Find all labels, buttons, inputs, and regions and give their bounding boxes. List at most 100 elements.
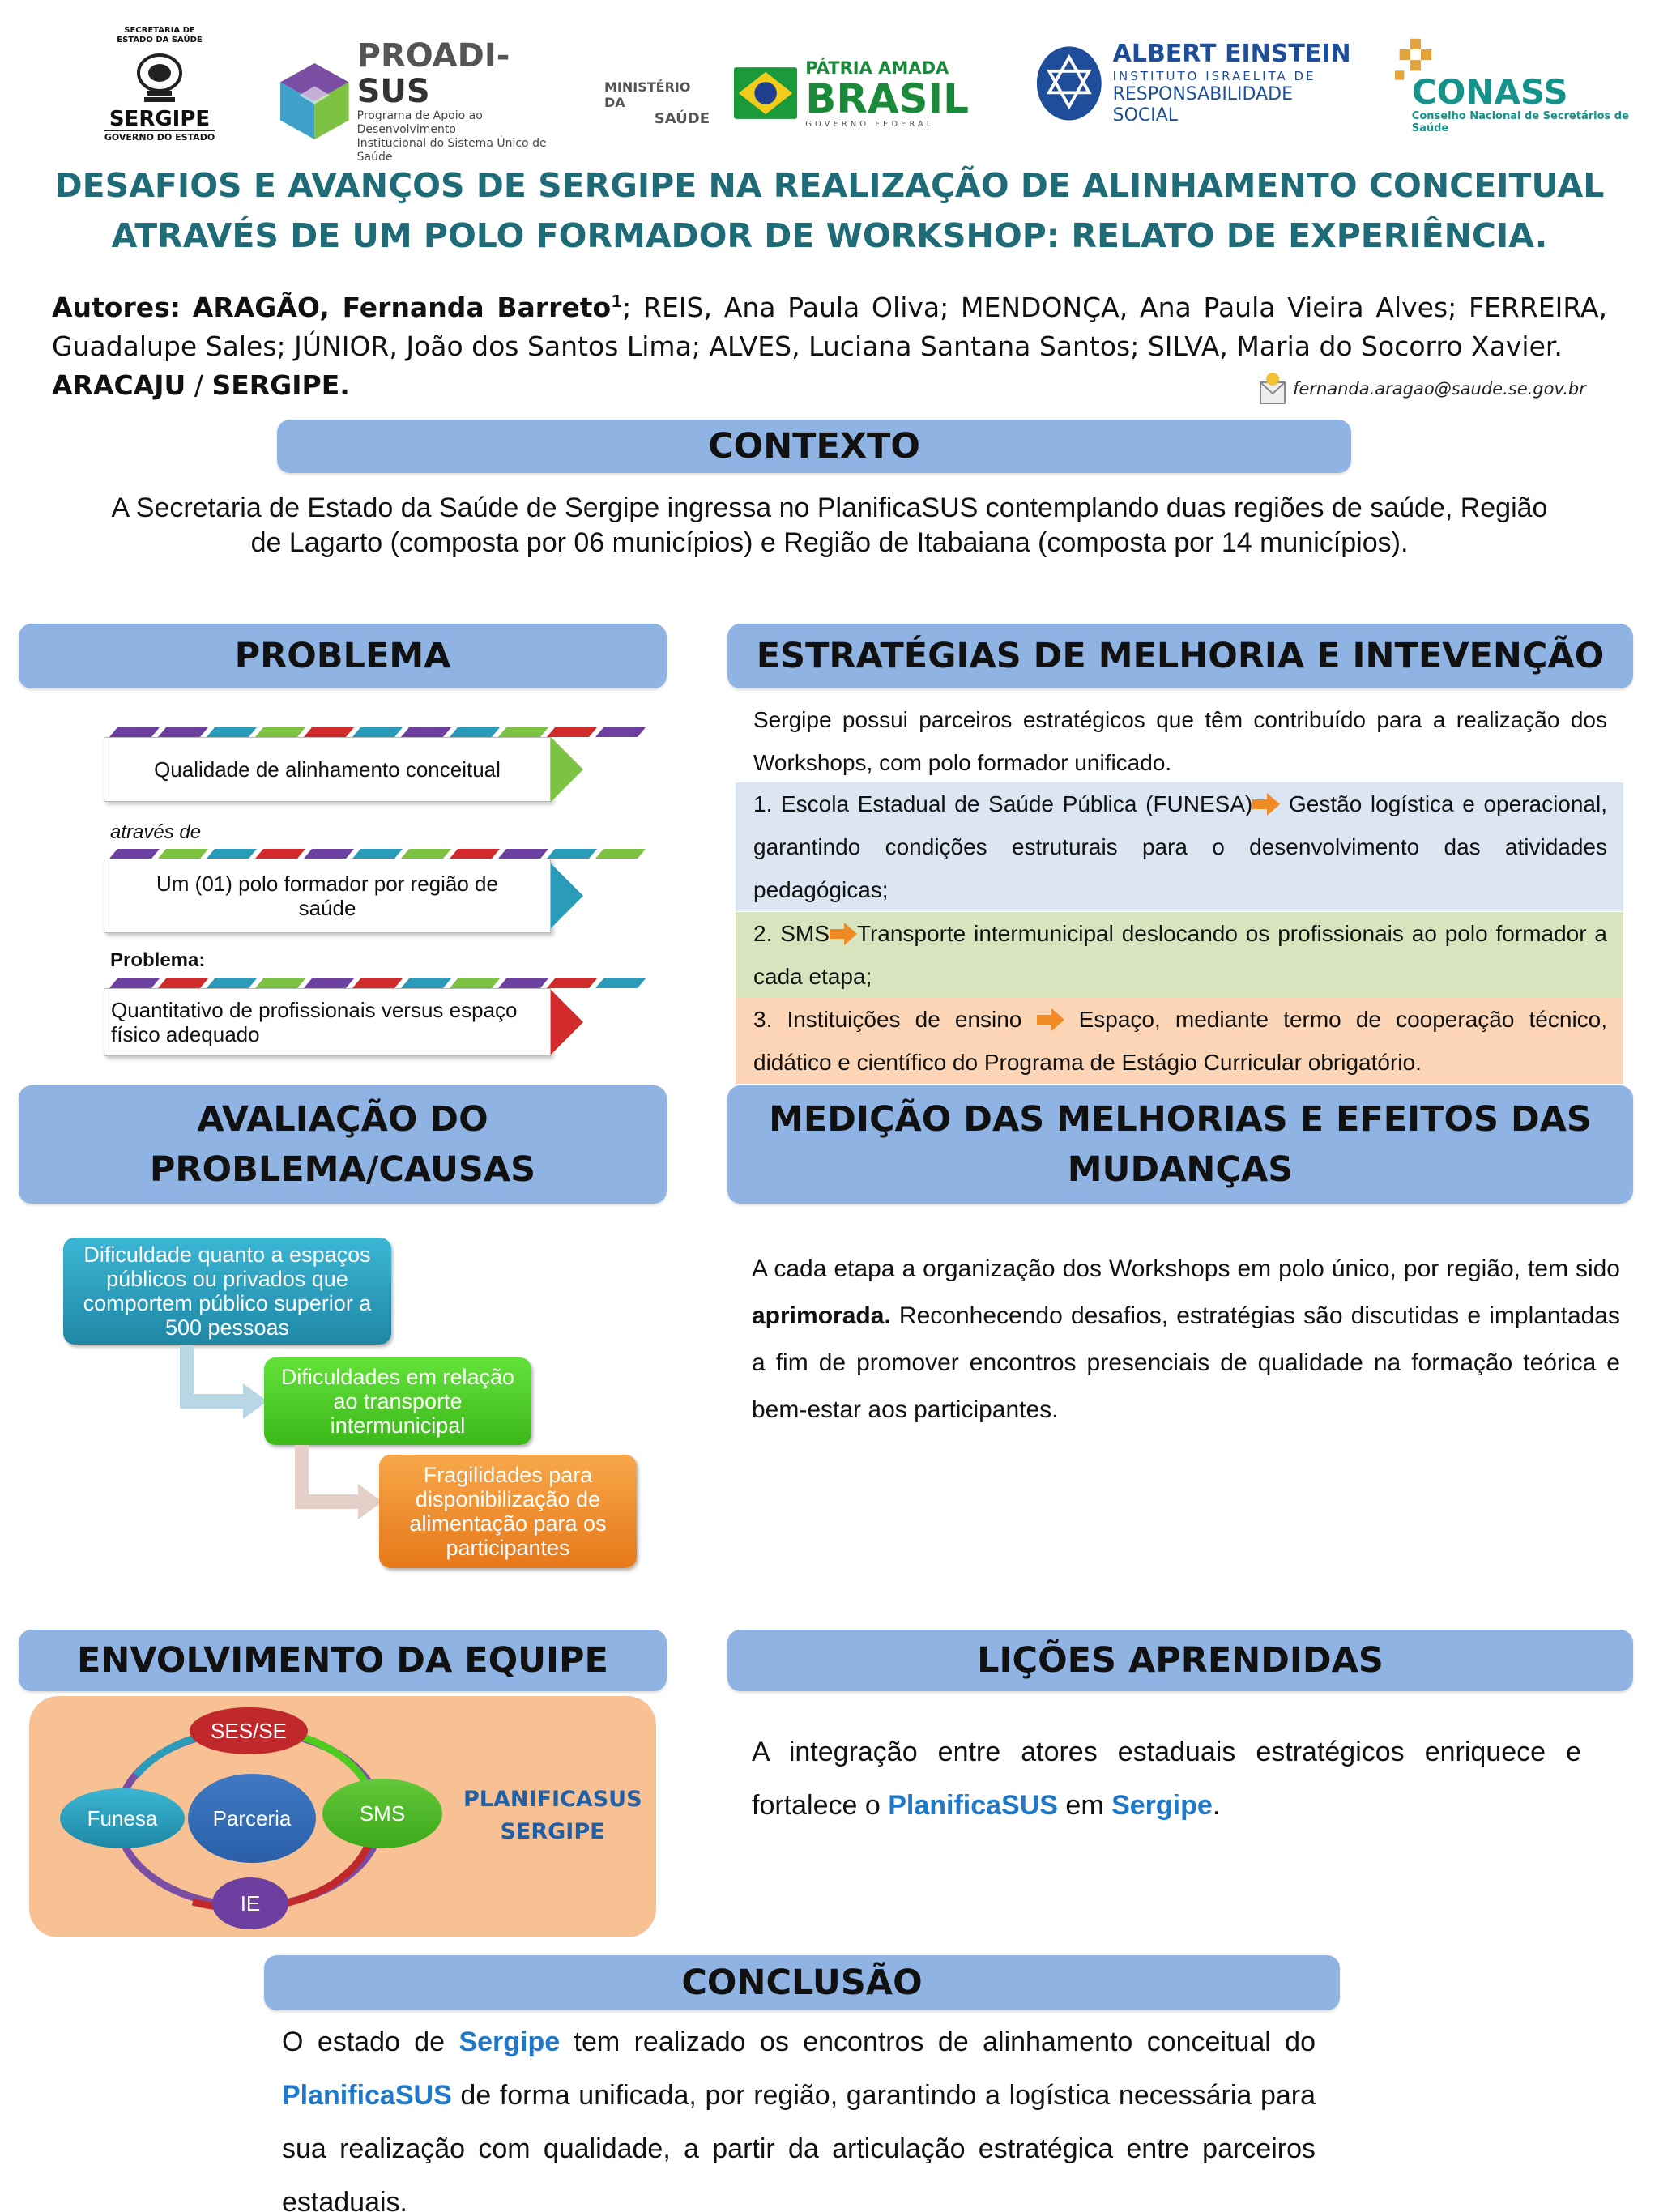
licoes-hl-planificasus: PlanificaSUS: [888, 1790, 1058, 1821]
contexto-text: A Secretaria de Estado da Saúde de Sergi…: [32, 491, 1627, 560]
logo-sergipe-top: SECRETARIA DE ESTADO DA SAÚDE: [117, 26, 203, 45]
logo-einstein-1: ALBERT EINSTEIN: [1112, 40, 1351, 68]
licoes-text-b: em: [1057, 1790, 1112, 1821]
conclusao-text-a: O estado de: [282, 2027, 459, 2057]
strategy-intro: Sergipe possui parceiros estratégicos qu…: [753, 707, 1607, 775]
poster-title: DESAFIOS E AVANÇOS DE SERGIPE NA REALIZA…: [49, 160, 1610, 261]
logo-einstein: ALBERT EINSTEIN INSTITUTO ISRAELITA DE R…: [1035, 39, 1351, 128]
authors-state: SERGIPE.: [211, 369, 350, 401]
author-first: ARAGÃO, Fernanda Barreto: [192, 292, 612, 323]
problem-stripe-1: [109, 727, 646, 737]
section-header-medicao-line1: MEDIÇÃO DAS MELHORIAS E EFEITOS DAS: [769, 1099, 1592, 1140]
strategy-item-3-name: 3. Instituições de ensino: [753, 1007, 1022, 1032]
chevron-red-icon: [551, 990, 583, 1055]
logo-ministerio: MINISTÉRIO DA SAÚDE: [604, 79, 710, 128]
email-block: fernanda.aragao@saude.se.gov.br: [1259, 371, 1586, 407]
section-header-estrategias: ESTRATÉGIAS DE MELHORIA E INTEVENÇÃO: [727, 624, 1633, 688]
team-node-funesa: Funesa: [60, 1788, 185, 1848]
medicao-text-b: Reconhecendo desafios, estratégias são d…: [752, 1302, 1620, 1423]
logo-sergipe: SECRETARIA DE ESTADO DA SAÚDE SERGIPE GO…: [91, 26, 228, 156]
cause-box-2: Dificuldades em relação ao transporte in…: [264, 1357, 531, 1445]
section-header-problema: PROBLEMA: [19, 624, 667, 688]
authors-sep: /: [186, 369, 212, 401]
logo-conass-sub: Conselho Nacional de Secretários de Saúd…: [1411, 110, 1629, 134]
licoes-hl-sergipe: Sergipe: [1111, 1790, 1213, 1821]
strategy-item-3: 3. Instituições de ensino Espaço, median…: [736, 998, 1623, 1084]
medicao-text-a: A cada etapa a organização dos Workshops…: [752, 1255, 1620, 1282]
strategy-item-2-desc: Transporte intermunicipal deslocando os …: [753, 921, 1607, 989]
logo-einstein-2: INSTITUTO ISRAELITA DE: [1112, 69, 1316, 83]
authors-label: Autores:: [52, 292, 181, 323]
problem-label-1: através de: [110, 821, 202, 843]
connector-arrow-icon: [180, 1345, 267, 1419]
problem-box-1: Qualidade de alinhamento conceitual: [104, 737, 551, 802]
logo-gov-federal: GOVERNO FEDERAL: [805, 119, 935, 129]
logo-ministerio-2: SAÚDE: [654, 110, 710, 127]
conclusao-hl-planificasus: PlanificaSUS: [282, 2080, 452, 2111]
logo-ministerio-1: MINISTÉRIO DA: [604, 79, 691, 110]
cause-box-3: Fragilidades para disponibilização de al…: [379, 1455, 637, 1568]
team-node-ses: SES/SE: [190, 1707, 308, 1754]
section-header-licoes: LIÇÕES APRENDIDAS: [727, 1630, 1633, 1691]
conclusao-text: O estado de Sergipe tem realizado os enc…: [282, 2015, 1316, 2212]
section-header-medicao: MEDIÇÃO DAS MELHORIAS E EFEITOS DAS MUDA…: [727, 1085, 1633, 1204]
team-node-parceria: Parceria: [188, 1774, 316, 1863]
logo-brasil-name: BRASIL: [805, 75, 969, 122]
poster-title-line1: DESAFIOS E AVANÇOS DE SERGIPE NA REALIZA…: [54, 166, 1605, 205]
logo-sergipe-name: SERGIPE: [109, 107, 211, 131]
conclusao-hl-sergipe: Sergipe: [458, 2027, 561, 2057]
team-node-ie: IE: [212, 1877, 288, 1929]
cause-box-1: Dificuldade quanto a espaços públicos ou…: [63, 1238, 391, 1345]
authors-block: Autores: ARAGÃO, Fernanda Barreto1; REIS…: [52, 282, 1607, 405]
problem-stripe-3: [109, 978, 646, 988]
strategy-item-1-desc: Gestão logística e operacional, garantin…: [753, 791, 1608, 902]
strategy-item-1: 1. Escola Estadual de Saúde Pública (FUN…: [736, 782, 1623, 911]
problem-box-3: Quantitativo de profissionais versus esp…: [104, 988, 551, 1056]
einstein-star-icon: [1036, 46, 1102, 121]
connector-arrow-icon: [295, 1445, 382, 1519]
logo-sergipe-sub: GOVERNO DO ESTADO: [104, 130, 215, 143]
section-header-avaliacao-line1: AVALIAÇÃO DO: [197, 1099, 488, 1140]
contexto-line2: de Lagarto (composta por 06 municípios) …: [250, 527, 1409, 558]
strategy-item-2-name: 2. SMS: [753, 921, 830, 946]
contexto-line1: A Secretaria de Estado da Saúde de Sergi…: [111, 492, 1548, 523]
section-header-conclusao: CONCLUSÃO: [264, 1955, 1340, 2010]
brasil-flag-icon: [734, 67, 798, 119]
logo-conass: CONASS Conselho Nacional de Secretários …: [1395, 37, 1654, 134]
proadi-cube-icon: [280, 62, 349, 140]
conclusao-text-c: de forma unificada, por região, garantin…: [282, 2080, 1316, 2212]
authors-others: ; REIS, Ana Paula Oliva; MENDONÇA, Ana P…: [52, 292, 1607, 362]
logo-proadi-sub1: Programa de Apoio ao Desenvolvimento: [356, 109, 483, 136]
author-email-link[interactable]: fernanda.aragao@saude.se.gov.br: [1293, 379, 1586, 399]
orange-arrow-icon: [829, 923, 857, 945]
medicao-text-bold: aprimorada.: [752, 1302, 891, 1329]
section-header-avaliacao: AVALIAÇÃO DO PROBLEMA/CAUSAS: [19, 1085, 667, 1204]
authors-city: ARACAJU: [52, 369, 186, 401]
logo-proadi-name: PROADI-: [356, 37, 510, 75]
author-first-sup: 1: [611, 292, 623, 311]
section-header-medicao-line2: MUDANÇAS: [1067, 1149, 1294, 1190]
logo-brasil: PÁTRIA AMADA BRASIL GOVERNO FEDERAL: [734, 49, 969, 138]
logo-patria: PÁTRIA AMADA: [805, 58, 949, 78]
logo-einstein-3: RESPONSABILIDADE SOCIAL: [1112, 84, 1293, 126]
envelope-icon: [1260, 373, 1286, 404]
orange-arrow-icon: [1036, 1008, 1064, 1031]
conclusao-text-b: tem realizado os encontros de alinhament…: [560, 2027, 1316, 2057]
chevron-green-icon: [551, 737, 583, 802]
problem-label-2: Problema:: [110, 949, 206, 971]
orange-arrow-icon: [1252, 793, 1281, 816]
section-header-avaliacao-line2: PROBLEMA/CAUSAS: [149, 1149, 536, 1190]
section-header-equipe: ENVOLVIMENTO DA EQUIPE: [19, 1630, 667, 1691]
licoes-text: A integração entre atores estaduais estr…: [752, 1725, 1581, 1832]
problem-stripe-2: [109, 849, 646, 859]
team-program-label-1: PLANIFICASUS: [463, 1787, 642, 1812]
licoes-text-c: .: [1212, 1790, 1221, 1821]
team-node-sms: SMS: [322, 1779, 442, 1848]
strategy-item-1-name: 1. Escola Estadual de Saúde Pública (FUN…: [753, 791, 1253, 816]
conass-cross-icon: [1395, 38, 1432, 80]
section-header-contexto: CONTEXTO: [277, 420, 1351, 473]
team-program-label: PLANIFICASUS SERGIPE: [463, 1784, 642, 1848]
chevron-blue-icon: [551, 863, 583, 928]
logo-conass-name: CONASS: [1411, 72, 1568, 112]
